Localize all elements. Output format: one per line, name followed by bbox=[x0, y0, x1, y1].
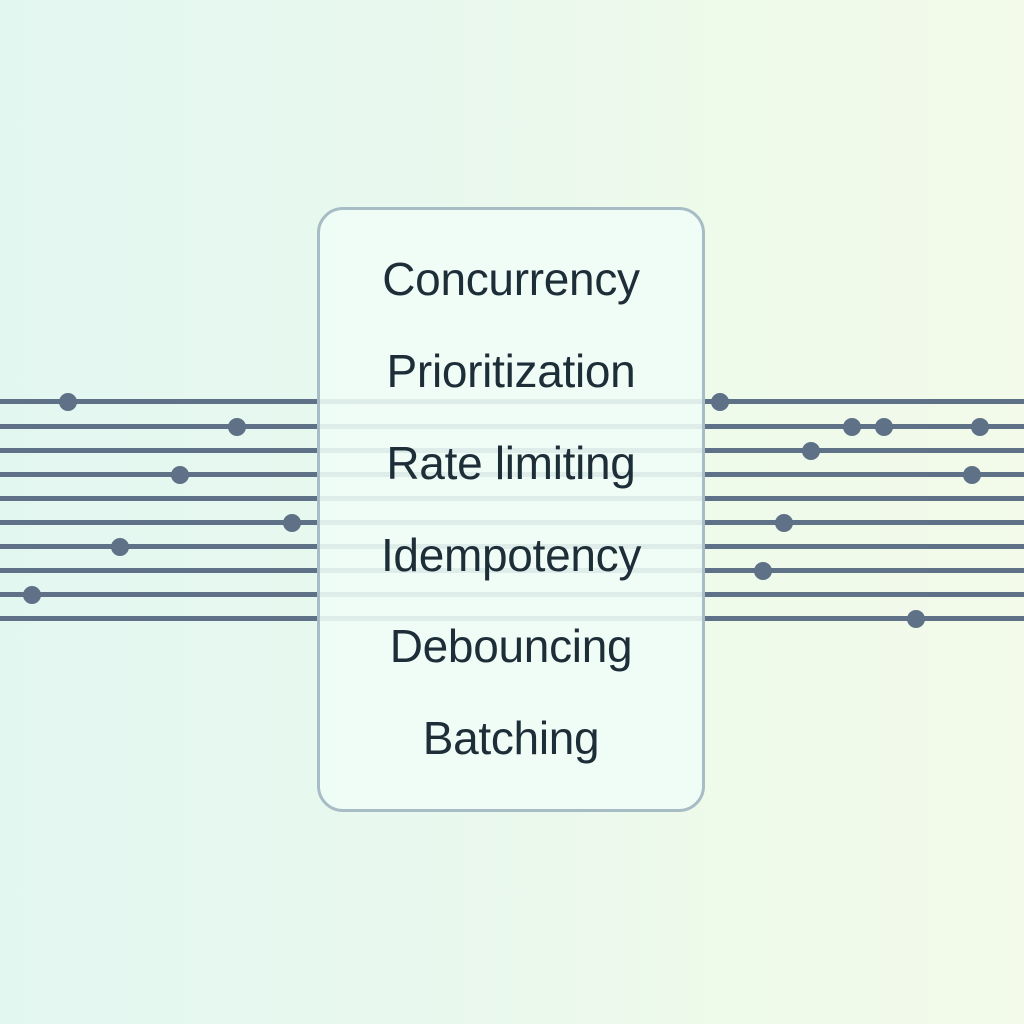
connector-node bbox=[971, 418, 989, 436]
connector-node bbox=[775, 514, 793, 532]
concept-item-debouncing: Debouncing bbox=[389, 620, 633, 673]
concept-item-idempotency: Idempotency bbox=[380, 528, 642, 581]
connector-node bbox=[907, 610, 925, 628]
concept-item-batching: Batching bbox=[422, 712, 600, 765]
concept-item-prioritization: Prioritization bbox=[386, 344, 636, 397]
concept-item-concurrency: Concurrency bbox=[382, 253, 640, 306]
concept-item-rate-limiting: Rate limiting bbox=[386, 436, 636, 489]
connector-node bbox=[875, 418, 893, 436]
connector-node bbox=[283, 514, 301, 532]
connector-node bbox=[843, 418, 861, 436]
connector-node bbox=[963, 466, 981, 484]
connector-node bbox=[802, 442, 820, 460]
connector-node bbox=[23, 586, 41, 604]
connector-node bbox=[754, 562, 772, 580]
connector-node bbox=[171, 466, 189, 484]
connector-node bbox=[59, 393, 77, 411]
connector-node bbox=[228, 418, 246, 436]
connector-node bbox=[711, 393, 729, 411]
concept-card: Concurrency Prioritization Rate limiting… bbox=[317, 207, 705, 812]
connector-node bbox=[111, 538, 129, 556]
